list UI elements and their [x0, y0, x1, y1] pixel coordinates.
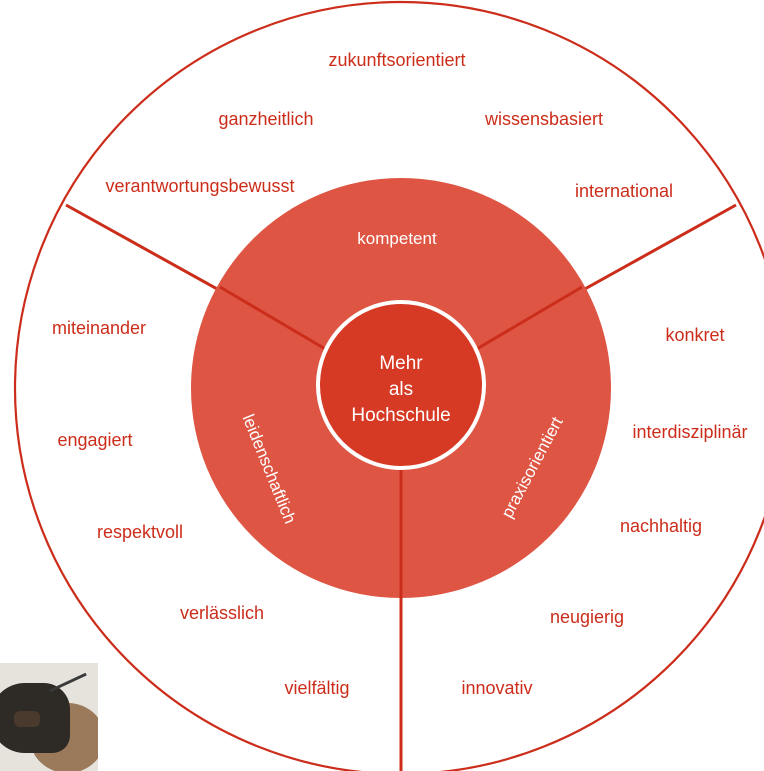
word-nachhaltig: nachhaltig [620, 516, 702, 536]
center-line-1: Mehr [379, 353, 423, 374]
word-miteinander: miteinander [52, 318, 146, 338]
ring-divider-right [474, 285, 583, 352]
word-konkret: konkret [665, 325, 724, 345]
thumbnail-shape [49, 672, 87, 693]
word-wissensbasiert: wissensbasiert [484, 109, 603, 129]
word-ganzheitlich: ganzheitlich [218, 109, 313, 129]
word-neugierig: neugierig [550, 607, 624, 627]
ring-divider-left [219, 285, 328, 352]
word-international: international [575, 181, 673, 201]
word-engagiert: engagiert [57, 430, 132, 450]
word-verantwortungsbewusst: verantwortungsbewusst [105, 176, 294, 196]
word-respektvoll: respektvoll [97, 522, 183, 542]
outer-circle [14, 1, 764, 771]
thumbnail-shape [14, 711, 40, 727]
word-innovativ: innovativ [461, 678, 532, 698]
word-vielfaeltig: vielfältig [284, 678, 349, 698]
word-zukunftsorientiert: zukunftsorientiert [328, 50, 465, 70]
center-line-2: als [389, 379, 413, 400]
center-core [316, 300, 486, 470]
ring-label-top: kompetent [357, 229, 437, 248]
center-line-3: Hochschule [351, 405, 450, 426]
word-verlaesslich: verlässlich [180, 603, 264, 623]
word-interdisziplinaer: interdisziplinär [632, 422, 747, 442]
headphones-photo-thumbnail [0, 663, 98, 771]
